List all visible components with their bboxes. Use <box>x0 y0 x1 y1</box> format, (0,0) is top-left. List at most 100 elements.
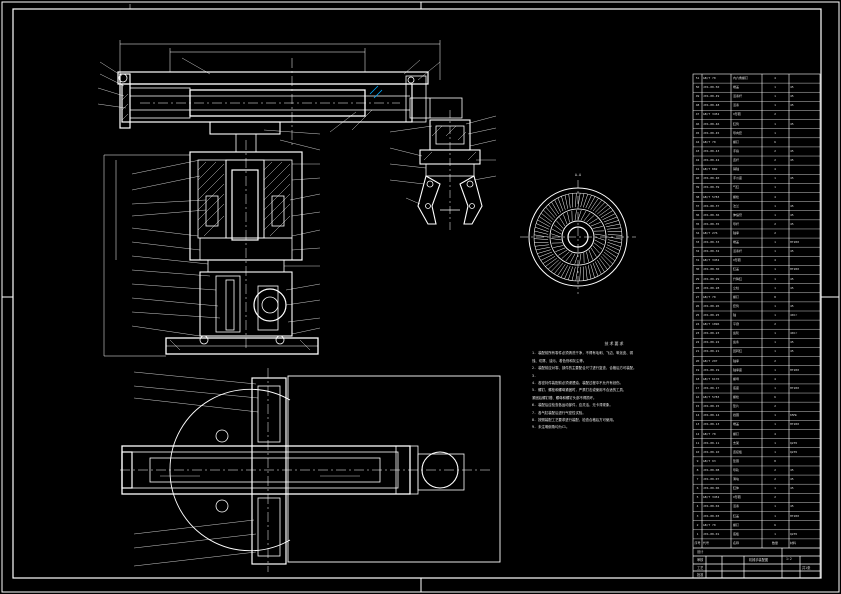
bom-cell: 回转缸 <box>733 349 743 354</box>
bom-cell: 6 <box>774 139 776 144</box>
gear-hub-hatch <box>586 251 589 262</box>
bom-cell: 连接板 <box>733 449 743 454</box>
bom-cell: 45 <box>790 504 794 509</box>
bom-cell: 45 <box>790 103 794 108</box>
top-view-leaders <box>133 371 360 567</box>
bom-cell: 导向套 <box>733 130 743 135</box>
gear-tooth-line <box>600 210 614 218</box>
bom-cell: 26 <box>695 303 700 308</box>
bom-cell: 45 <box>790 121 794 126</box>
technical-note-line: 6. 装配后应检查各运动部件，应灵活，无卡滞现象。 <box>532 403 613 408</box>
bom-cell: JXS-00-36 <box>703 212 720 217</box>
gear-tooth-line <box>607 239 622 244</box>
gear-tooth-line <box>606 247 619 255</box>
accent-lines <box>369 85 383 99</box>
gear-tooth-line <box>534 230 549 235</box>
bom-cell: 1 <box>774 349 776 354</box>
bom-cell: 轴承 <box>733 358 740 363</box>
bom-cell: 活塞杆 <box>733 94 743 99</box>
gear-tooth-line <box>603 251 616 262</box>
bom-cell: 37 <box>695 203 700 208</box>
bom-cell: 1 <box>774 513 776 518</box>
bom-cell: JXS-00-14 <box>703 413 720 418</box>
gear-tooth-line <box>540 253 554 261</box>
bom-cell: 缸筒 <box>733 121 740 126</box>
gear-view-label: A-A <box>575 173 582 177</box>
gear-tooth-line <box>537 219 550 227</box>
technical-notes-lines: 1. 装配前所有零件必须清洗干净，不得有毛刺、飞边、氧化皮、锈 蚀、切屑、油污、… <box>532 350 697 431</box>
gear-tooth-line <box>580 193 585 208</box>
bom-cell: 1 <box>774 85 776 90</box>
bom-cell: GB/T 6170 <box>703 376 720 381</box>
gear-tooth-line <box>553 262 564 275</box>
bom-cell: JXS-00-50 <box>703 85 720 90</box>
bom-cell: 2 <box>774 230 776 235</box>
technical-note-line: 5. 螺钉、螺栓和螺母紧固时，严禁打击或使用不合适的工具， <box>532 388 627 393</box>
bom-cell: JXS-00-03 <box>703 513 720 518</box>
gear-tooth-line <box>599 207 611 216</box>
bom-cell: 端盖 <box>733 85 740 90</box>
bom-cell: 齿轮 <box>733 331 740 336</box>
bom-cell: 法兰 <box>733 203 740 208</box>
bom-cell: JXS-00-39 <box>703 185 720 190</box>
bom-cell: GB/T 93 <box>703 458 716 463</box>
gear-tooth-line <box>568 193 571 209</box>
bom-cell: JXS-00-17 <box>703 385 720 390</box>
bom-cell: 41 <box>695 167 700 172</box>
bom-cell: 销轴 <box>733 167 740 172</box>
bom-cell: 5 <box>696 495 699 500</box>
bom-cell: 螺母 <box>733 376 740 381</box>
bom-cell: 立柱 <box>733 285 740 290</box>
gear-tooth-line <box>557 264 566 277</box>
inner-frame <box>12 8 822 579</box>
bom-cell: 1 <box>774 203 776 208</box>
gear-tooth-line <box>592 199 603 212</box>
title-block-label-0: 设计 <box>697 550 704 554</box>
gear-tooth-line <box>605 249 618 258</box>
bom-cell: 2 <box>774 221 776 226</box>
bom-cell: GB/T 3452 <box>703 258 720 263</box>
gear-tooth-line <box>602 213 616 221</box>
bom-cell: GB/T 5783 <box>703 395 720 400</box>
bom-cell: 40 <box>695 176 700 181</box>
bom-cell: 27 <box>695 294 700 299</box>
gear-tooth-line <box>567 266 574 280</box>
technical-note-line: 1. 装配前所有零件必须清洗干净，不得有毛刺、飞边、氧化皮、锈 <box>532 351 634 356</box>
bom-cell: 1 <box>774 303 776 308</box>
bom-cell: 1 <box>774 121 776 126</box>
technical-notes-title: 技术要求 <box>604 341 625 346</box>
bom-cell: 螺栓 <box>733 194 740 199</box>
bom-cell: 47 <box>695 112 700 117</box>
bom-cell: 1 <box>774 449 776 454</box>
gear-hub-hatch <box>583 212 591 222</box>
bom-cell: 33 <box>695 240 700 245</box>
gear-hub-hatch <box>561 251 570 259</box>
bom-cell: JXS-00-01 <box>703 531 720 536</box>
bom-cell: 38 <box>695 194 700 199</box>
gear-hub-hatch <box>577 210 582 221</box>
gear-hub-hatch <box>592 245 600 254</box>
gear-tooth-line <box>561 196 566 210</box>
gear-hub-hatch <box>551 238 562 241</box>
gear-hub-hatch <box>593 242 603 250</box>
bom-cell: 45 <box>790 303 794 308</box>
gear-tooth-line <box>538 216 551 225</box>
gear-tooth-line <box>588 265 592 280</box>
bom-cell: 19 <box>695 367 700 372</box>
